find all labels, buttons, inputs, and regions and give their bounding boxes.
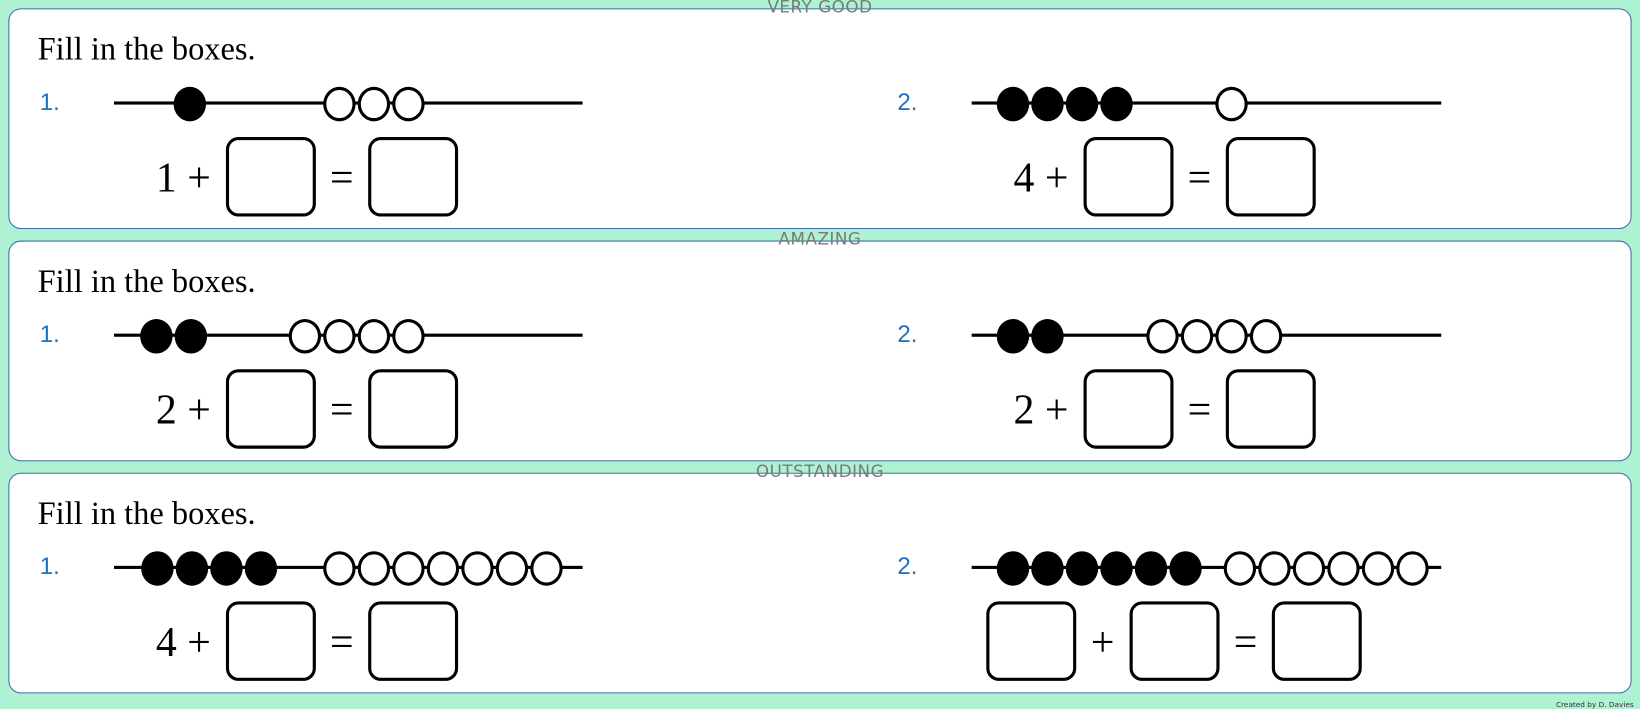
black-bead [1031, 86, 1064, 122]
white-bead [357, 86, 391, 122]
equation: 2 + = [1013, 368, 1316, 450]
answer-box[interactable] [1225, 137, 1316, 217]
white-bead [530, 551, 563, 586]
white-bead [357, 551, 391, 586]
white-bead [323, 551, 356, 586]
black-bead [1065, 86, 1099, 122]
black-bead [173, 86, 207, 122]
answer-box[interactable] [1083, 137, 1174, 217]
black-bead [1031, 551, 1064, 586]
panel-amazing: AMAZING Fill in the boxes. 1. 2 + = 2. 2 + = [8, 229, 1632, 462]
answer-box[interactable] [225, 137, 316, 217]
question-number: 2. [897, 552, 918, 580]
equals-sign: = [330, 153, 354, 201]
black-bead [141, 551, 174, 586]
given-addend: 2 + [1013, 385, 1069, 433]
answer-box[interactable] [368, 601, 459, 681]
level-label: OUTSTANDING [755, 461, 885, 482]
white-bead [1223, 551, 1257, 586]
white-bead [1146, 318, 1179, 354]
equation: += [986, 600, 1362, 682]
plus-sign: + [1090, 617, 1115, 665]
black-bead [1100, 86, 1133, 122]
given-addend: 1 + [155, 153, 211, 201]
white-bead [1361, 551, 1395, 586]
given-addend: 2 + [155, 385, 211, 433]
bead-wire [971, 565, 1442, 569]
instruction-heading: Fill in the boxes. [37, 30, 256, 67]
credit-text: Created by D. Davies [1555, 700, 1634, 709]
answer-box[interactable] [986, 601, 1077, 681]
white-bead [461, 551, 494, 586]
equals-sign: = [1187, 385, 1212, 433]
level-label: VERY GOOD [767, 0, 873, 17]
white-bead [1215, 318, 1248, 354]
white-bead [323, 86, 356, 122]
black-bead [1134, 551, 1168, 586]
bead-wire [971, 101, 1442, 105]
answer-box[interactable] [1129, 601, 1220, 681]
equals-sign: = [330, 617, 354, 665]
equation: 4 + = [1013, 136, 1316, 218]
given-addend: 4 + [1013, 153, 1069, 201]
white-bead [288, 318, 322, 354]
instruction-heading: Fill in the boxes. [37, 494, 256, 532]
equation: 4 + = [155, 600, 459, 682]
white-bead [357, 318, 391, 354]
answer-box[interactable] [368, 369, 459, 449]
panel-very-good: VERY GOOD Fill in the boxes. 1. 1 + = 2. 4 + = [8, 0, 1632, 230]
equals-sign: = [330, 385, 354, 433]
white-bead [392, 318, 425, 354]
answer-box[interactable] [1271, 601, 1362, 681]
black-bead [1169, 551, 1202, 586]
answer-box[interactable] [1225, 369, 1316, 449]
black-bead [1065, 551, 1099, 586]
black-bead [1031, 318, 1064, 354]
answer-box[interactable] [225, 601, 316, 681]
equation: 2 + = [155, 368, 459, 450]
white-bead [1258, 551, 1291, 586]
answer-box[interactable] [225, 369, 316, 449]
white-bead [323, 318, 356, 354]
given-addend: 4 + [155, 617, 211, 665]
black-bead [175, 551, 209, 586]
black-bead [996, 551, 1030, 586]
white-bead [426, 551, 460, 586]
black-bead [996, 86, 1030, 122]
black-bead [244, 551, 278, 586]
black-bead [174, 318, 208, 354]
white-bead [495, 551, 529, 586]
equals-sign: = [1187, 153, 1212, 201]
white-bead [1292, 551, 1326, 586]
equation: 1 + = [155, 136, 459, 218]
white-bead [392, 86, 425, 122]
white-bead [1249, 318, 1283, 354]
black-bead [210, 551, 243, 586]
white-bead [1327, 551, 1360, 586]
question-number: 1. [39, 552, 60, 580]
black-bead [1100, 551, 1133, 586]
equals-sign: = [1233, 617, 1258, 665]
white-bead [1180, 318, 1214, 354]
black-bead [996, 318, 1030, 354]
white-bead [392, 551, 425, 586]
level-label: AMAZING [778, 229, 862, 249]
white-bead [1396, 551, 1429, 586]
white-bead [1215, 86, 1248, 122]
question-number: 1. [39, 87, 60, 116]
question-number: 2. [897, 87, 918, 116]
question-number: 1. [39, 320, 60, 348]
black-bead [140, 318, 173, 354]
instruction-heading: Fill in the boxes. [37, 262, 256, 300]
question-number: 2. [897, 320, 918, 348]
answer-box[interactable] [368, 137, 459, 217]
answer-box[interactable] [1083, 369, 1174, 449]
